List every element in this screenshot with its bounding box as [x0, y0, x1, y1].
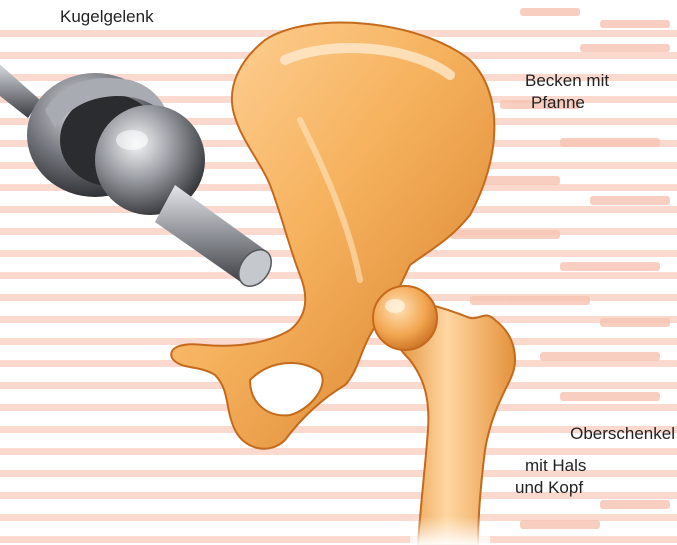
ball-joint-label-text: Kugelgelenk — [60, 6, 154, 28]
femur-label: Oberschenkel — [515, 423, 675, 445]
ball-joint-label: Kugelgelenk — [60, 6, 154, 28]
femur-label-line1: Oberschenkel — [515, 423, 675, 445]
femur-label-line2: mit Hals — [515, 455, 586, 477]
femur-label-line3: und Kopf — [515, 477, 586, 499]
pelvis-label-line2: Pfanne — [525, 92, 609, 114]
pelvis-label-line1: Becken mit — [525, 70, 609, 92]
femur-illustration — [373, 286, 515, 545]
pelvis-label: Becken mit Pfanne — [525, 70, 609, 114]
femur-label-lower: mit Hals und Kopf — [515, 455, 586, 499]
